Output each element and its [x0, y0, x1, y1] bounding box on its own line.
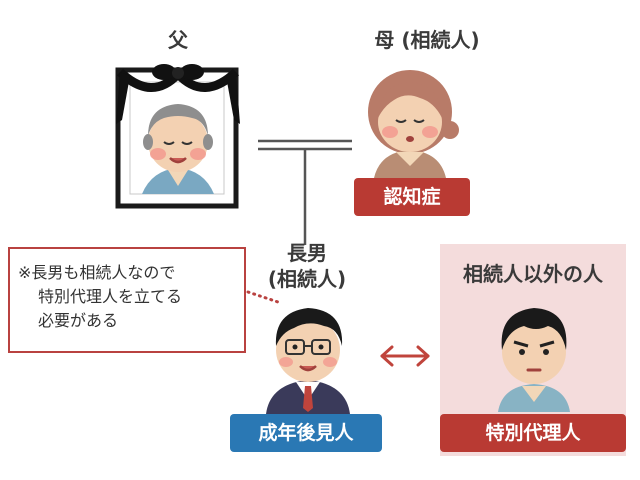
note-line-3: 必要がある — [38, 311, 119, 330]
mother-label: 母 (相続人) — [374, 28, 480, 52]
guardian-badge: 成年後見人 — [230, 414, 382, 452]
other-person-illustration — [498, 308, 570, 412]
memorial-portrait-father — [115, 64, 240, 209]
son-illustration — [266, 308, 350, 414]
son-label-line2: (相続人) — [267, 267, 347, 291]
note-box: ※長男も相続人なので 特別代理人を立てる 必要がある — [8, 247, 246, 353]
note-line-2: 特別代理人を立てる — [38, 287, 183, 306]
special-representative-badge: 特別代理人 — [440, 414, 626, 452]
note-line-1: ※長男も相続人なので — [18, 263, 176, 282]
dementia-badge: 認知症 — [354, 178, 470, 216]
other-person-label: 相続人以外の人 — [463, 262, 603, 286]
father-label: 父 — [168, 28, 188, 52]
son-label-line1: 長男 — [287, 241, 327, 265]
mother-illustration — [368, 70, 459, 178]
note-pointer-dots — [246, 290, 280, 304]
double-arrow-icon — [380, 345, 430, 367]
